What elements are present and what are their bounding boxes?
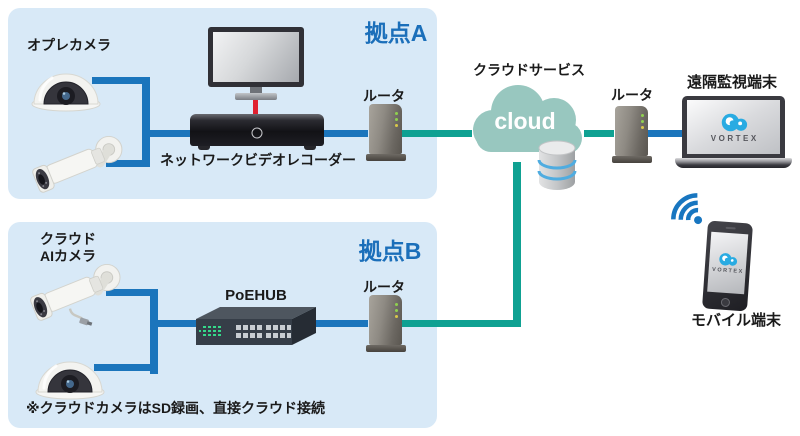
- router-a-icon: [366, 104, 406, 161]
- nvr-label: ネットワークビデオレコーダー: [160, 152, 356, 168]
- mobile-label: モバイル端末: [690, 312, 781, 329]
- link-bullet-a: [106, 160, 150, 167]
- link-router-b-cloud: [398, 320, 521, 327]
- site-b-note: ※クラウドカメラはSD録画、直接クラウド接続: [26, 400, 326, 416]
- vortex-cloud-icon: [721, 113, 747, 131]
- router-b-icon: [366, 295, 406, 352]
- link-dome-a: [92, 77, 150, 84]
- wifi-icon: [671, 193, 703, 225]
- link-cloud-router-wan: [584, 130, 614, 137]
- dome-camera-icon: [31, 73, 101, 112]
- bullet-camera-cloud-icon: [30, 263, 121, 326]
- nvr-icon: [190, 114, 324, 150]
- laptop-label: 遠隔監視端末: [686, 74, 777, 91]
- vortex-brand-text: VORTEX: [711, 266, 744, 276]
- link-nvr-router-a: [320, 130, 368, 137]
- database-icon: [537, 140, 577, 190]
- link-hub-router-b: [314, 320, 368, 327]
- link-cloud-down: [513, 162, 521, 327]
- link-bus-a: [142, 77, 150, 167]
- site-a-title: 拠点A: [364, 20, 428, 46]
- cloud-text: cloud: [494, 108, 556, 134]
- vortex-logo-mobile: VORTEX: [710, 251, 745, 275]
- link-bus-b: [150, 289, 158, 374]
- link-router-a-cloud: [398, 130, 472, 137]
- camera-b-label-line2: AIカメラ: [40, 247, 96, 264]
- cloud-service-label: クラウドサービス: [473, 62, 585, 78]
- laptop-icon: VORTEX: [675, 96, 792, 170]
- phone-icon: VORTEX: [701, 220, 754, 312]
- dome-camera-icon: [35, 361, 105, 400]
- link-bus-nvr: [142, 130, 198, 137]
- vortex-cloud-icon: [719, 253, 738, 266]
- link-monitor-nvr: [253, 96, 258, 120]
- link-bullet-b: [106, 289, 154, 296]
- bullet-camera-icon: [32, 135, 123, 193]
- monitor-icon: [208, 27, 304, 100]
- router-b-label: ルータ: [363, 279, 405, 295]
- camera-a-label: オプレカメラ: [27, 37, 111, 53]
- router-wan-icon: [612, 106, 652, 163]
- cloud-icon: cloud: [466, 78, 592, 166]
- router-wan-label: ルータ: [611, 87, 653, 103]
- vortex-brand-text: VORTEX: [710, 133, 759, 143]
- camera-b-label: クラウド AIカメラ: [40, 231, 96, 265]
- vortex-logo: VORTEX: [708, 112, 758, 143]
- poe-hub-label: PoEHUB: [225, 287, 287, 304]
- link-dome-b: [94, 364, 156, 371]
- router-a-label: ルータ: [363, 88, 405, 104]
- link-router-wan-laptop: [644, 130, 682, 137]
- camera-b-label-line1: クラウド: [40, 231, 96, 247]
- link-bus-hub: [150, 320, 202, 327]
- site-b-title: 拠点B: [358, 238, 422, 264]
- poe-hub-icon: [196, 307, 316, 345]
